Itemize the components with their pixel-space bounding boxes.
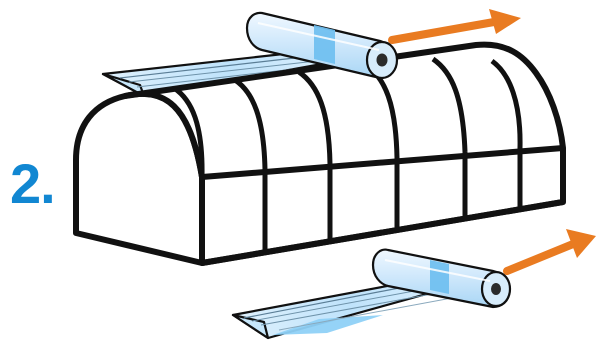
step-number: 2. — [10, 156, 55, 212]
top-arrow — [392, 9, 521, 40]
bottom-arrow — [507, 229, 596, 271]
